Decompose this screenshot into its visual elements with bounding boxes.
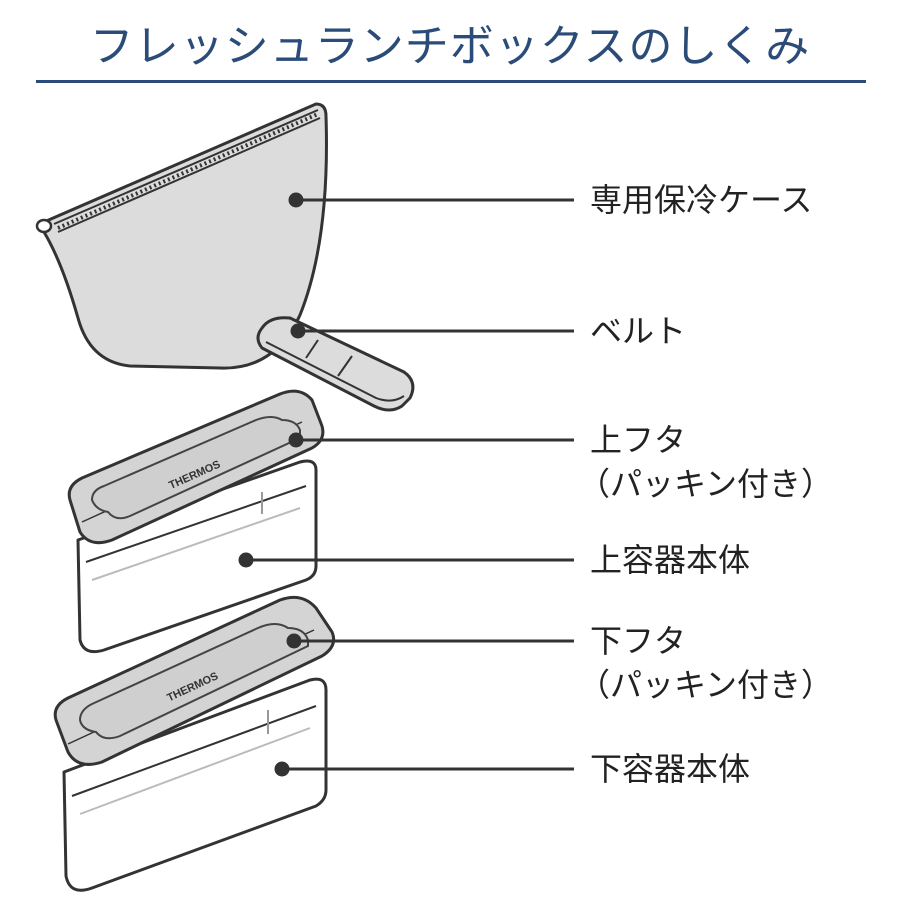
leader-lower-lid	[286, 633, 574, 649]
leader-lines	[238, 192, 574, 777]
label-upper-lid-sub: （パッキン付き）	[578, 465, 834, 503]
label-lower-container-text: 下容器本体	[590, 750, 751, 788]
label-upper-container: 上容器本体	[590, 538, 750, 582]
label-belt: ベルト	[590, 309, 686, 353]
label-case: 専用保冷ケース	[590, 178, 812, 222]
leader-case	[288, 192, 574, 208]
label-lower-lid: 下フタ （パッキン付き）	[578, 619, 833, 707]
belt-illustration	[256, 316, 415, 412]
label-upper-lid: 上フタ （パッキン付き）	[578, 418, 833, 506]
lower-container-illustration	[62, 677, 328, 892]
label-lower-lid-sub: （パッキン付き）	[578, 666, 834, 704]
label-upper-lid-text: 上フタ	[590, 421, 687, 459]
leader-lower-container	[274, 761, 574, 777]
leader-upper-lid	[288, 432, 574, 448]
upper-lid-illustration: THERMOS	[67, 389, 325, 545]
leader-upper-container	[238, 552, 574, 568]
label-lower-container: 下容器本体	[590, 747, 750, 791]
title-underline	[36, 80, 866, 83]
label-lower-lid-text: 下フタ	[590, 622, 687, 660]
page-title: フレッシュランチボックスのしくみ	[89, 21, 811, 72]
leader-belt	[290, 323, 574, 339]
lower-lid-illustration: THERMOS	[53, 595, 336, 766]
label-upper-container-text: 上容器本体	[590, 541, 751, 579]
label-case-text: 専用保冷ケース	[590, 181, 813, 219]
label-belt-text: ベルト	[590, 312, 687, 350]
upper-container-illustration	[76, 459, 318, 654]
